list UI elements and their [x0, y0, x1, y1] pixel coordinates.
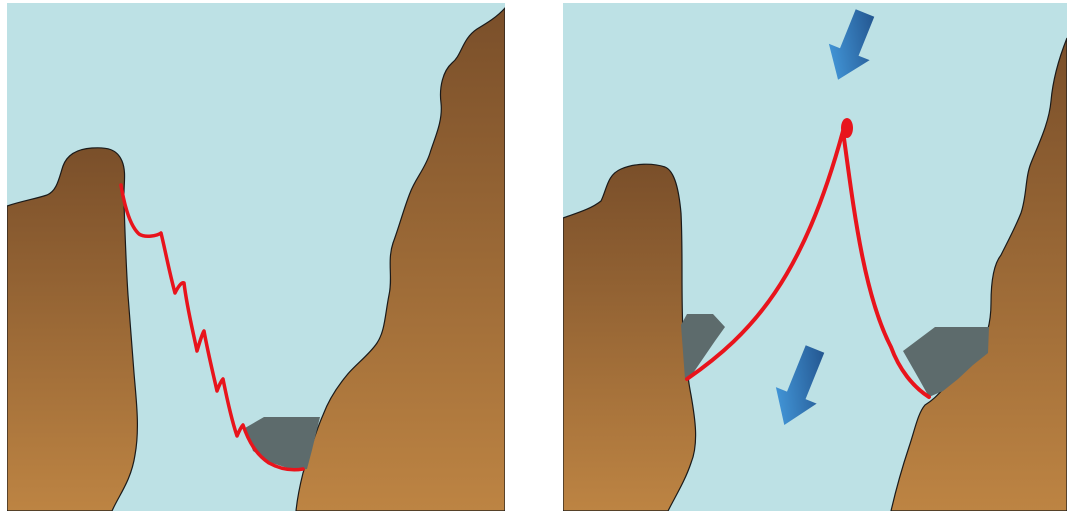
left-cliff: [563, 163, 697, 511]
panel-right-svg: [563, 3, 1067, 511]
arch-peak: [841, 118, 853, 138]
right-rock: [903, 327, 989, 397]
crack-line: [119, 183, 305, 472]
arrow-down-icon: [828, 9, 875, 80]
panel-right: [563, 3, 1067, 511]
left-cliff: [7, 147, 138, 511]
left-rock: [681, 314, 725, 379]
right-cliff: [890, 37, 1067, 511]
panel-left-svg: [7, 3, 505, 511]
arrow-down-icon: [775, 345, 825, 426]
right-cliff: [295, 7, 505, 511]
panel-left: [7, 3, 505, 511]
arch-line: [685, 129, 931, 399]
